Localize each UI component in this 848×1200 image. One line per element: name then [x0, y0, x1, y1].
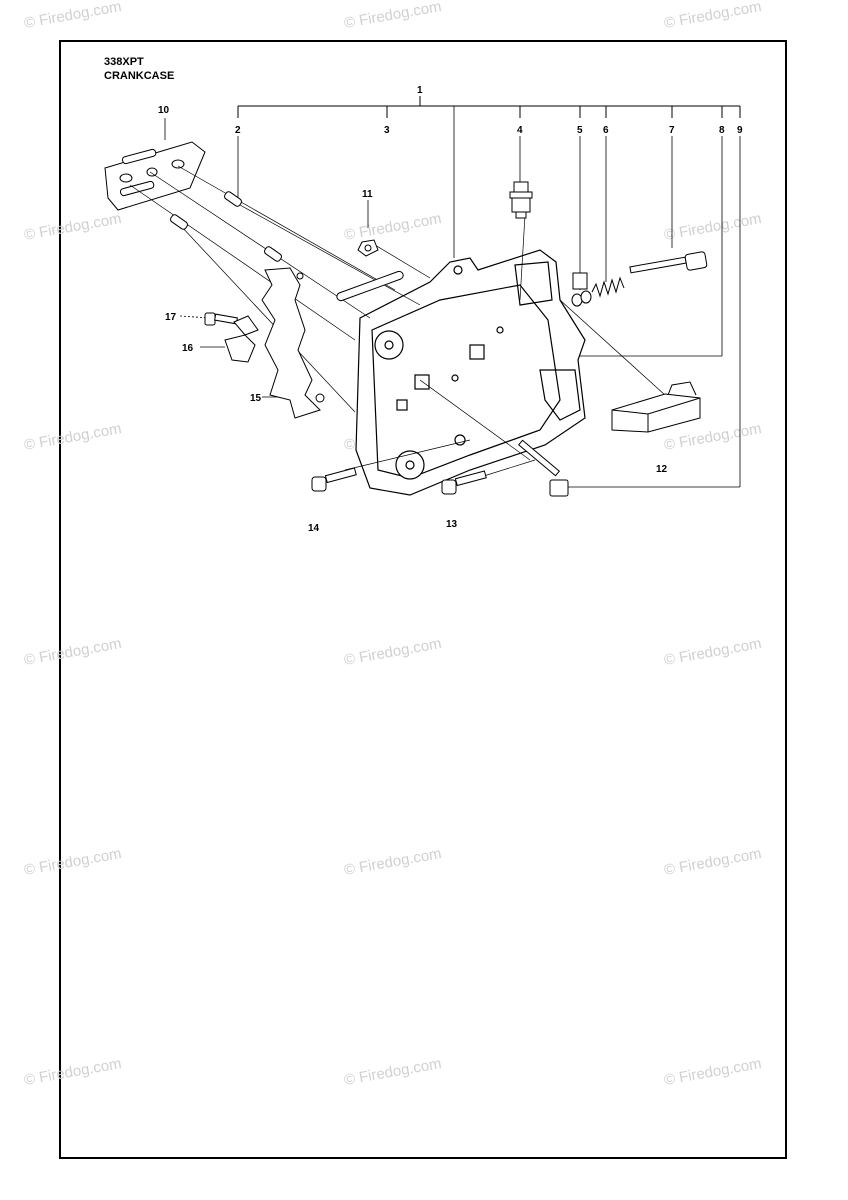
callout-4: 4: [517, 125, 523, 136]
callout-13: 13: [446, 519, 458, 530]
model-label: 338XPT: [104, 56, 144, 68]
callout-5: 5: [577, 125, 583, 136]
watermark-text: © Firedog.com: [663, 1055, 763, 1089]
callout-1: 1: [417, 85, 423, 96]
callout-15: 15: [250, 393, 262, 404]
watermark-text: © Firedog.com: [23, 845, 123, 879]
callout-labels: 1 2 3 4 5 6 7 8 9 10 11 12 13 14 15 16 1…: [158, 85, 743, 534]
callout-17: 17: [165, 312, 177, 323]
watermark-text: © Firedog.com: [663, 0, 763, 32]
watermark-text: © Firedog.com: [343, 1055, 443, 1089]
watermark-text: © Firedog.com: [343, 635, 443, 669]
callout-11: 11: [362, 189, 373, 200]
pins: [170, 191, 404, 302]
callout-16: 16: [182, 343, 194, 354]
watermark-text: © Firedog.com: [23, 1055, 123, 1089]
leader-lines: [164, 106, 741, 488]
section-label: CRANKCASE: [104, 70, 175, 82]
watermark-text: © Firedog.com: [663, 210, 763, 244]
watermark-text: © Firedog.com: [23, 420, 123, 454]
callout-10: 10: [158, 105, 170, 116]
side-plate: [261, 267, 325, 419]
watermark-text: © Firedog.com: [663, 420, 763, 454]
callout-14: 14: [308, 523, 320, 534]
part-1-bracket: [237, 96, 741, 118]
guide-plate: [104, 141, 206, 211]
watermark-text: © Firedog.com: [343, 210, 443, 244]
callout-9: 9: [737, 125, 743, 136]
fasteners: [204, 181, 708, 497]
watermark-text: © Firedog.com: [663, 635, 763, 669]
watermark-text: © Firedog.com: [663, 845, 763, 879]
part-block: [611, 381, 701, 433]
callout-7: 7: [669, 125, 675, 136]
drawing-frame: [59, 40, 787, 1159]
callout-8: 8: [719, 125, 725, 136]
watermark-text: © Firedog.com: [23, 210, 123, 244]
watermark-text: © Firedog.com: [343, 845, 443, 879]
watermark-text: © Firedog.com: [343, 0, 443, 32]
callout-12: 12: [656, 464, 668, 475]
callout-2: 2: [235, 125, 241, 136]
diagram-title: 338XPT CRANKCASE: [104, 55, 174, 83]
watermark-text: © Firedog.com: [23, 0, 123, 32]
callout-3: 3: [384, 125, 390, 136]
watermark-text: © Firedog.com: [23, 635, 123, 669]
crankcase-body: [355, 249, 586, 496]
callout-6: 6: [603, 125, 609, 136]
assembly-lines: [129, 165, 666, 486]
